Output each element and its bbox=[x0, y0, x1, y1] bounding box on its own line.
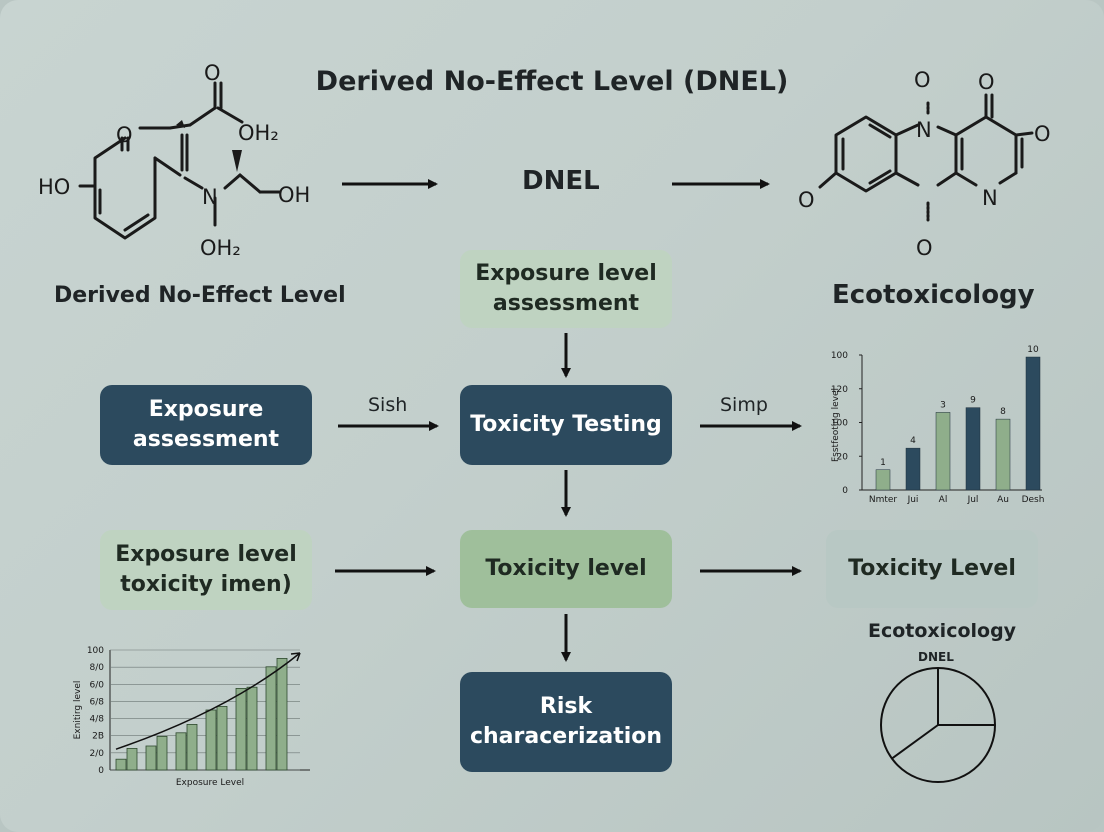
diagram-title: Derived No-Effect Level (DNEL) bbox=[315, 66, 789, 97]
arrow-label-right: Simp bbox=[720, 394, 768, 416]
bar bbox=[905, 447, 921, 491]
right-mol-atom-o-right: O bbox=[1034, 122, 1051, 146]
box-toxicity-testing: Toxicity Testing bbox=[460, 385, 672, 465]
box-toxicity-level-right: Toxicity Level bbox=[826, 530, 1038, 608]
bar bbox=[935, 412, 951, 491]
y-axis-label: Exnitirg level bbox=[73, 681, 83, 740]
bar bbox=[186, 724, 198, 771]
pie-slice-divider bbox=[891, 724, 939, 760]
bar bbox=[175, 732, 187, 771]
bar bbox=[145, 745, 157, 771]
left-molecule-structure: O O OH₂ HO N OH OH₂ bbox=[38, 61, 310, 260]
pie-chart-title: Ecotoxicology bbox=[868, 620, 1017, 642]
y-tick-label: 20 bbox=[837, 452, 849, 462]
bar bbox=[156, 736, 168, 771]
y-axis-label: Fsstfeoting level bbox=[831, 388, 841, 462]
bar-value-label: 9 bbox=[970, 396, 976, 406]
trend-line bbox=[115, 652, 301, 750]
bar bbox=[265, 666, 277, 771]
y-tick-label: 8/0 bbox=[90, 663, 105, 673]
y-tick-label: 6/8 bbox=[90, 697, 105, 707]
bar bbox=[965, 407, 981, 491]
right-mol-atom-n-right: N bbox=[982, 186, 998, 210]
left-molecule-caption: Derived No-Effect Level bbox=[54, 283, 346, 308]
bar bbox=[1025, 356, 1041, 491]
right-mol-atom-o-bottom: O bbox=[916, 236, 933, 260]
bar bbox=[875, 469, 891, 491]
x-tick-label: Jui bbox=[907, 495, 919, 505]
bar bbox=[995, 418, 1011, 491]
arrow-label-left: Sish bbox=[368, 394, 408, 416]
x-tick-label: Au bbox=[997, 495, 1009, 505]
box-exposure-assessment: Exposure assessment bbox=[100, 385, 312, 465]
left-mol-atom-oh2-bottom: OH₂ bbox=[200, 236, 241, 260]
bar-value-label: 4 bbox=[910, 436, 916, 446]
y-tick-label: 2/0 bbox=[90, 749, 105, 759]
right-mol-atom-o-left: O bbox=[798, 188, 815, 212]
bar-value-label: 3 bbox=[940, 400, 946, 410]
left-mol-atom-oh2-top: OH₂ bbox=[238, 121, 279, 145]
bar bbox=[235, 688, 247, 771]
pie-chart-subtitle: DNEL bbox=[918, 650, 954, 664]
bar-value-label: 1 bbox=[880, 458, 886, 468]
right-mol-atom-o-top-left: O bbox=[914, 68, 931, 92]
left-mol-atom-ho: HO bbox=[38, 175, 70, 199]
right-mol-atom-o-top-right: O bbox=[978, 70, 995, 94]
box-exposure-level-toxicity: Exposure level toxicity imen) bbox=[100, 530, 312, 610]
bar-value-label: 10 bbox=[1027, 345, 1039, 355]
right-mol-atom-n-top: N bbox=[916, 118, 932, 142]
y-tick-label: 2B bbox=[92, 732, 104, 742]
dnel-center-label: DNEL bbox=[522, 166, 600, 196]
y-tick-label: 100 bbox=[831, 351, 848, 361]
right-molecule-structure: O O O N O N O bbox=[798, 68, 1051, 260]
y-tick-label: 0 bbox=[842, 486, 848, 496]
bar bbox=[115, 758, 127, 771]
trend-arrowhead bbox=[290, 652, 301, 662]
x-tick-label: Desh bbox=[1022, 495, 1045, 505]
bar bbox=[276, 657, 288, 771]
left-mol-atom-o-top: O bbox=[204, 61, 221, 85]
box-toxicity-level: Toxicity level bbox=[460, 530, 672, 608]
x-axis-label: Exposure Level bbox=[176, 778, 244, 788]
box-exposure-level-assessment: Exposure level assessment bbox=[460, 250, 672, 328]
left-mol-atom-o-left: O bbox=[116, 123, 133, 147]
pie-chart bbox=[880, 667, 996, 783]
left-mol-atom-oh: OH bbox=[278, 183, 310, 207]
y-tick-label: 120 bbox=[831, 385, 848, 395]
x-tick-label: Nmter bbox=[869, 495, 898, 505]
left-mol-atom-n: N bbox=[202, 185, 218, 209]
y-tick-label: 4/8 bbox=[90, 715, 105, 725]
bar bbox=[205, 709, 217, 771]
bar bbox=[246, 686, 258, 771]
y-tick-label: 100 bbox=[87, 646, 104, 656]
x-tick-label: Al bbox=[939, 495, 948, 505]
bar bbox=[216, 706, 228, 771]
y-tick-label: 0 bbox=[98, 766, 104, 776]
right-molecule-caption: Ecotoxicology bbox=[832, 280, 1035, 310]
box-risk-characterization: Risk characerization bbox=[460, 672, 672, 772]
x-tick-label: Jul bbox=[967, 495, 979, 505]
bar-value-label: 8 bbox=[1000, 407, 1006, 417]
bar bbox=[126, 748, 138, 771]
y-tick-label: 6/0 bbox=[90, 680, 105, 690]
y-tick-label: 100 bbox=[831, 419, 848, 429]
